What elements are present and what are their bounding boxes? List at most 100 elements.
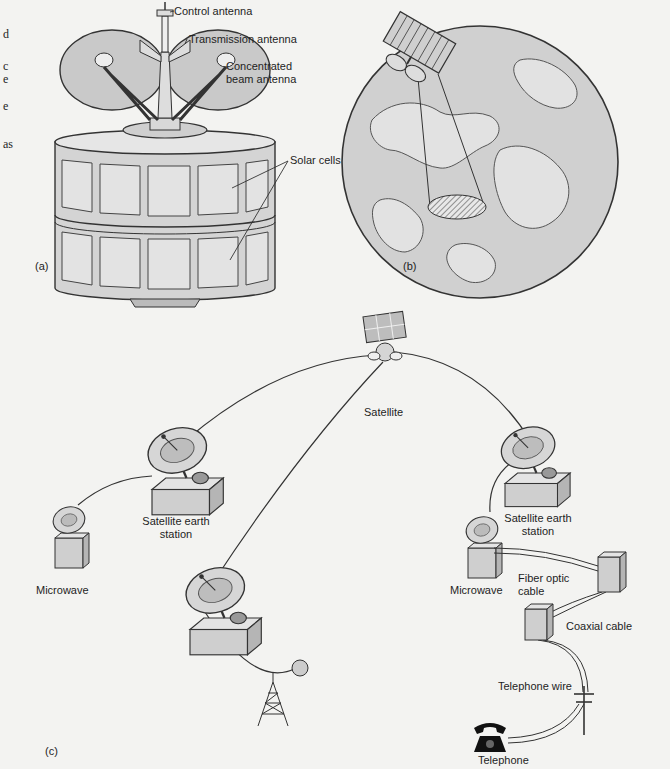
earth-globe bbox=[372, 199, 423, 252]
satellite-figure bbox=[164, 2, 166, 10]
cable-path bbox=[547, 592, 602, 614]
cable-path bbox=[494, 553, 598, 571]
cable-path bbox=[494, 548, 606, 743]
cropped-text: d bbox=[3, 28, 9, 41]
satellite-figure bbox=[148, 166, 190, 216]
communication-satellite bbox=[363, 311, 406, 342]
satellite-figure bbox=[140, 40, 161, 62]
cable-path bbox=[547, 592, 606, 620]
satellite-figure bbox=[62, 232, 92, 285]
part-label: Satellite bbox=[364, 406, 403, 419]
earth-globe bbox=[390, 16, 407, 45]
earth-globe bbox=[418, 74, 485, 208]
satellite-figure bbox=[55, 215, 275, 227]
satellite-figure bbox=[246, 160, 268, 212]
earth-globe bbox=[370, 103, 499, 168]
part-label: Microwave bbox=[450, 584, 503, 597]
cropped-text: e bbox=[3, 73, 8, 86]
leader-line bbox=[170, 11, 174, 12]
earth-globe bbox=[494, 146, 569, 228]
communication-satellite bbox=[363, 311, 406, 342]
microwave-tower bbox=[463, 513, 502, 578]
earth-station bbox=[142, 420, 570, 654]
earth-globe bbox=[432, 40, 449, 69]
telephone-pole bbox=[574, 686, 594, 735]
part-label: Concentrated beam antenna bbox=[226, 60, 308, 86]
earth-globe bbox=[447, 244, 496, 283]
radio-tower bbox=[258, 660, 308, 726]
signal-path bbox=[78, 352, 530, 673]
satellite-figure bbox=[169, 40, 190, 62]
leader-line bbox=[185, 39, 187, 44]
satellite-figure bbox=[100, 164, 140, 215]
leader-line bbox=[230, 161, 288, 260]
signal-path bbox=[78, 476, 152, 505]
part-label: Transmission antenna bbox=[189, 33, 297, 46]
part-label: Satellite earth station bbox=[500, 512, 576, 538]
telephone-icon bbox=[486, 740, 494, 748]
signal-path bbox=[186, 355, 378, 440]
earth-globe bbox=[397, 20, 414, 49]
part-label: Microwave bbox=[36, 584, 89, 597]
cropped-text: e bbox=[3, 100, 8, 113]
communication-satellite bbox=[390, 352, 402, 360]
signal-path bbox=[212, 362, 383, 584]
part-label: Solar cells bbox=[290, 154, 341, 167]
panel-label: (a) bbox=[35, 260, 48, 273]
satellite-figure bbox=[62, 160, 268, 289]
earth-globe bbox=[383, 12, 455, 73]
satellite-figure bbox=[95, 53, 113, 67]
leader-line bbox=[170, 11, 288, 260]
junction-box bbox=[525, 609, 547, 640]
cropped-text: c bbox=[3, 60, 8, 73]
communication-satellite bbox=[368, 352, 380, 360]
microwave-tower bbox=[50, 503, 89, 568]
earth-globe bbox=[514, 59, 577, 108]
communication-satellite bbox=[365, 324, 405, 330]
earth-globe bbox=[342, 12, 618, 298]
panel-label: (b) bbox=[403, 260, 416, 273]
telephone-icon bbox=[474, 723, 506, 734]
telephone-icon bbox=[474, 736, 506, 752]
part-label: Telephone bbox=[478, 754, 529, 767]
telephone-pole bbox=[576, 701, 592, 703]
satellite-figure bbox=[62, 160, 92, 212]
earth-globe bbox=[342, 26, 618, 298]
satellite-figure bbox=[148, 239, 190, 289]
junction-box bbox=[547, 604, 553, 640]
radio-tower bbox=[273, 672, 274, 682]
telephone-pole bbox=[574, 693, 594, 695]
satellite-figure bbox=[198, 237, 238, 288]
earth-globe bbox=[407, 57, 411, 64]
earth-globe bbox=[411, 28, 428, 57]
earth-station bbox=[180, 560, 261, 654]
cable-path bbox=[494, 548, 598, 566]
satellite-figure bbox=[60, 30, 164, 110]
satellite-figure bbox=[198, 164, 238, 215]
cable-path bbox=[508, 704, 579, 738]
earth-globe bbox=[404, 24, 421, 53]
satellite-figure bbox=[246, 232, 268, 285]
communication-satellite bbox=[363, 311, 406, 361]
satellite-figure bbox=[157, 10, 173, 16]
satellite-figure bbox=[130, 299, 200, 307]
part-label: Telephone wire bbox=[498, 680, 572, 693]
earth-globe bbox=[418, 32, 435, 61]
earth-globe bbox=[370, 59, 577, 283]
cropped-text: as bbox=[3, 138, 13, 151]
telephone-icon bbox=[474, 723, 506, 752]
satellite-figure bbox=[162, 16, 168, 52]
signal-path bbox=[394, 352, 530, 440]
communication-satellite bbox=[363, 311, 406, 342]
panel-label: (c) bbox=[45, 745, 58, 758]
cable-path bbox=[508, 704, 584, 743]
satellite-figure bbox=[55, 2, 275, 307]
radio-tower bbox=[258, 682, 288, 726]
earth-station bbox=[496, 420, 570, 506]
part-label: Control antenna bbox=[174, 5, 252, 18]
satellite-figure bbox=[55, 142, 275, 300]
satellite-figure bbox=[104, 67, 158, 120]
earth-globe bbox=[402, 62, 428, 85]
earth-station bbox=[142, 420, 223, 514]
